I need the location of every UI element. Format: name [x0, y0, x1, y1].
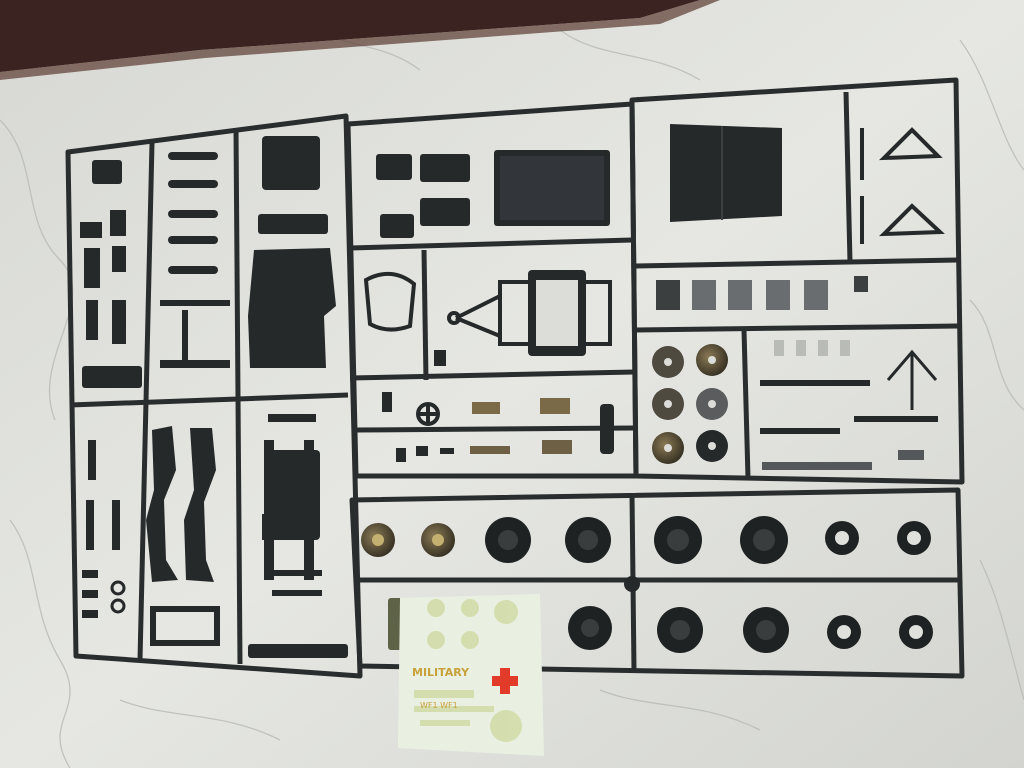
- dark-backdrop: [0, 0, 700, 72]
- sprue-parts-right: [652, 124, 945, 470]
- backdrop-edge: [0, 0, 720, 80]
- wheels: [361, 516, 933, 653]
- decal-text-military: MILITARY: [412, 666, 470, 679]
- sprue-parts-middle: [363, 150, 614, 462]
- decal-text-code: WF1 WF1: [420, 701, 458, 710]
- decal-sheet: MILITARY WF1 WF1: [398, 594, 544, 756]
- sprue-frame-left: [65, 113, 363, 679]
- sprue-frame-right: [629, 77, 965, 485]
- red-cross-decal: [492, 668, 518, 694]
- sprue-parts-left: [80, 136, 348, 658]
